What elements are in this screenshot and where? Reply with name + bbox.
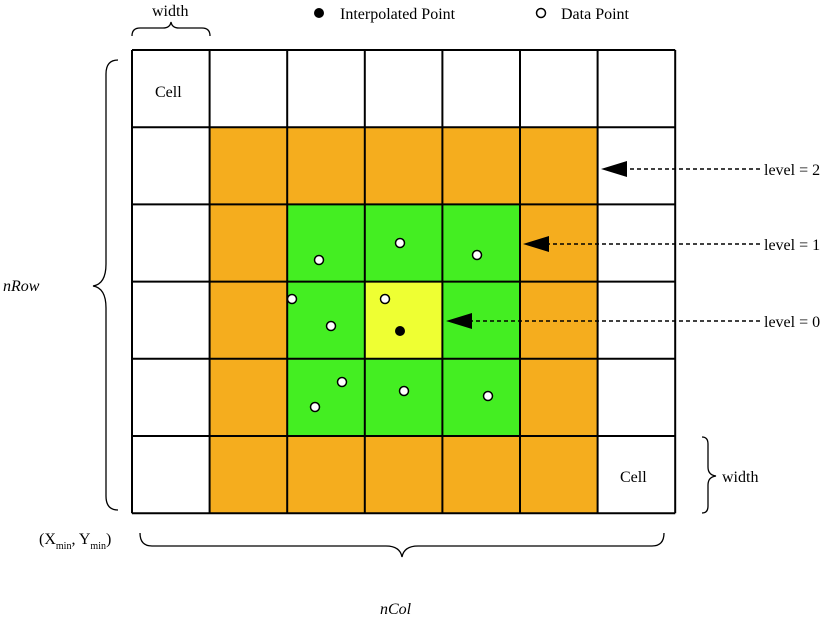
grid-cell-level-2 <box>520 281 598 359</box>
grid-cell <box>597 204 676 282</box>
grid-cell-level-2 <box>520 127 598 205</box>
grid-cell <box>597 281 676 359</box>
level-0-label: level = 0 <box>764 314 820 331</box>
grid-cell <box>209 50 288 128</box>
nrow-label: nRow <box>3 278 40 295</box>
nrow-brace: nRow <box>3 59 119 511</box>
ncol-brace: nCol <box>139 532 665 618</box>
grid-cell <box>597 127 676 205</box>
grid-cell <box>364 50 443 128</box>
grid-cell-level-2 <box>364 436 443 514</box>
grid-cells <box>132 50 676 514</box>
grid-cell-level-2 <box>209 436 288 514</box>
grid-cell-level-2 <box>209 358 288 436</box>
cell-label-bottom-right: Cell <box>620 469 647 486</box>
grid-cell <box>597 358 676 436</box>
data-points <box>286 237 494 413</box>
grid-cell <box>442 50 520 128</box>
data-point <box>471 249 483 261</box>
grid-cell-level-1 <box>287 358 365 436</box>
grid-cell-level-1 <box>287 204 365 282</box>
grid-cell <box>597 50 676 128</box>
grid-cell-level-1 <box>364 358 443 436</box>
grid-cell-level-1 <box>442 204 520 282</box>
grid-cell-level-2 <box>364 127 443 205</box>
level-2-label: level = 2 <box>764 162 820 179</box>
level-1-label: level = 1 <box>764 237 820 254</box>
interpolated-point-legend-marker <box>314 8 324 18</box>
data-point-legend-label: Data Point <box>561 6 630 23</box>
data-point <box>394 237 406 249</box>
grid-cell <box>132 127 210 205</box>
level-1-arrow: level = 1 <box>523 236 820 254</box>
data-point <box>398 385 410 397</box>
data-point <box>313 254 325 266</box>
width-brace-top: width <box>131 3 211 37</box>
grid-cell <box>520 50 598 128</box>
interpolated-point <box>395 326 405 336</box>
data-point <box>379 293 391 305</box>
grid-cell-level-1 <box>287 281 365 359</box>
grid-cell-level-2 <box>209 281 288 359</box>
grid-cell <box>132 50 210 128</box>
grid-cell <box>132 436 210 514</box>
width-label-right: width <box>722 469 758 486</box>
grid-cell <box>132 204 210 282</box>
grid-cell-level-2 <box>209 204 288 282</box>
data-point <box>286 293 298 305</box>
origin-label: (Xmin, Ymin) <box>39 531 111 552</box>
grid-cell-level-2 <box>520 358 598 436</box>
grid-lines <box>131 49 677 515</box>
grid-cell-level-2 <box>287 127 365 205</box>
cell-label-top-left: Cell <box>155 84 182 101</box>
grid-cell-level-1 <box>442 358 520 436</box>
data-point <box>336 376 348 388</box>
grid-cell-level-2 <box>442 436 520 514</box>
grid-cell-level-2 <box>520 436 598 514</box>
level-0-arrow: level = 0 <box>446 313 820 331</box>
level-2-arrow: level = 2 <box>601 161 820 179</box>
legend: Interpolated Point Data Point <box>314 6 630 23</box>
width-label-top: width <box>152 3 188 20</box>
grid-cell-level-0 <box>364 281 443 359</box>
grid-cell <box>132 358 210 436</box>
grid-cell-level-2 <box>209 127 288 205</box>
grid-cell <box>287 50 365 128</box>
data-point <box>482 390 494 402</box>
data-point <box>309 401 321 413</box>
grid-cell-level-2 <box>442 127 520 205</box>
grid-cell <box>597 436 676 514</box>
grid-cell <box>132 281 210 359</box>
grid-cell-level-2 <box>287 436 365 514</box>
data-point <box>325 320 337 332</box>
interpolated-point-legend-label: Interpolated Point <box>340 6 456 23</box>
data-point-legend-marker <box>535 7 547 19</box>
width-brace-right: width <box>701 436 758 514</box>
ncol-label: nCol <box>380 601 412 618</box>
